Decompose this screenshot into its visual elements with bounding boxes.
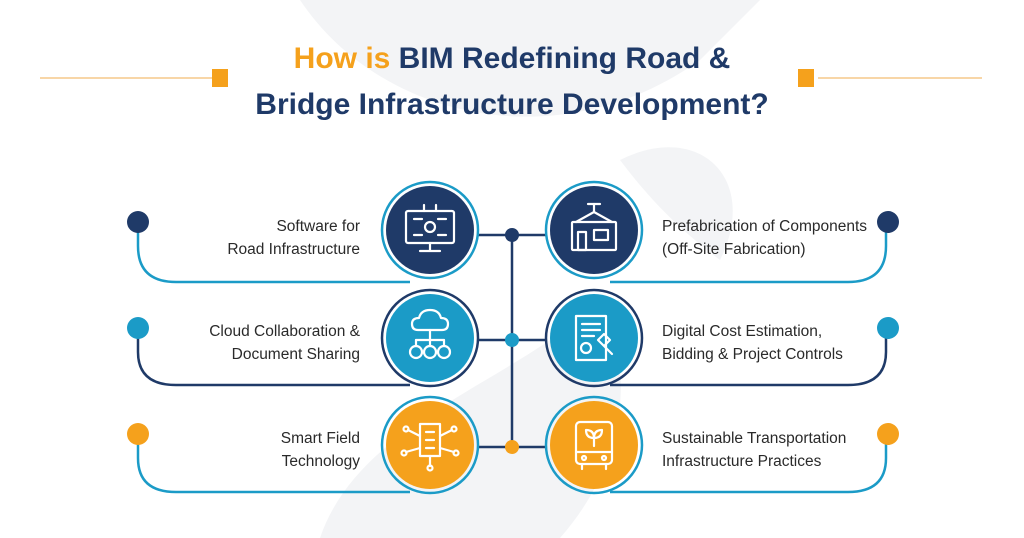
left-item-3-line-2: Technology [281,453,360,470]
document-gavel-icon [544,288,644,388]
right-connector-arc-1 [610,226,888,284]
eco-bus-icon [544,395,644,495]
right-item-2-line-1: Digital Cost Estimation, [662,323,823,340]
page-title-line-2: Bridge Infrastructure Development? [255,88,769,121]
computer-gear-icon [380,180,480,280]
left-connector-arc-1 [136,226,410,284]
prefab-module-icon [544,180,644,280]
left-bullet-2 [127,317,149,339]
right-connector-arc-2 [610,332,888,387]
left-bullet-3 [127,423,149,445]
left-item-3-line-1: Smart Field [280,430,360,447]
left-item-2-line-1: Cloud Collaboration & [209,323,360,340]
right-item-2-line-2: Bidding & Project Controls [662,346,843,363]
right-item-3-label: Sustainable Transportation Infrastructur… [662,427,846,473]
cloud-network-icon [380,288,480,388]
title-decoration [40,69,982,87]
left-title-marker [212,69,228,87]
right-title-marker [798,69,814,87]
right-item-3-line-1: Sustainable Transportation [662,430,847,447]
right-bullet-2 [877,317,899,339]
smart-building-icon [380,395,480,495]
connector-node-3 [505,440,519,454]
right-item-1-line-1: Prefabrication of Components [662,218,868,235]
left-bullet-1 [127,211,149,233]
title-highlight: How is [293,42,391,75]
left-connector-arc-2 [136,332,410,387]
connector-node-1 [505,228,519,242]
left-item-2-line-2: Document Sharing [231,346,360,363]
title-line-1-rest: BIM Redefining Road & [390,42,731,75]
page-title-line-1: How is BIM Redefining Road & [0,42,1024,76]
left-item-2-label: Cloud Collaboration & Document Sharing [209,320,360,366]
right-item-2-label: Digital Cost Estimation, Bidding & Proje… [662,320,843,366]
right-connector-arc-3 [610,440,888,494]
right-item-1-line-2: (Off-Site Fabrication) [662,241,806,258]
left-connector-arc-3 [136,440,410,494]
right-item-3-line-2: Infrastructure Practices [662,453,822,470]
connector-node-2 [505,333,519,347]
right-bullet-3 [877,423,899,445]
left-item-1-line-2: Road Infrastructure [227,241,360,258]
right-item-1-label: Prefabrication of Components (Off-Site F… [662,215,867,261]
right-bullet-1 [877,211,899,233]
left-item-1-label: Software for Road Infrastructure [227,215,360,261]
left-item-1-line-1: Software for [276,218,360,235]
left-item-3-label: Smart Field Technology [281,427,360,473]
